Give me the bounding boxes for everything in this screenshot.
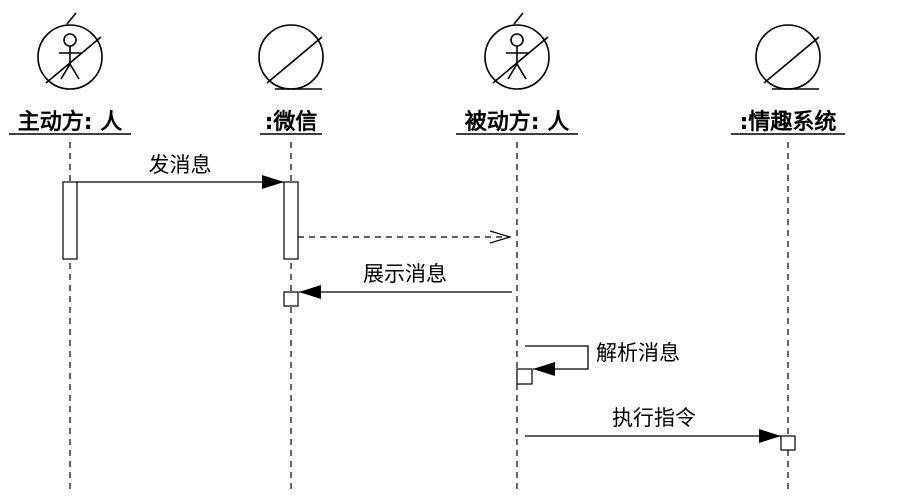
participant-label: :微信 <box>265 109 318 135</box>
entity-icon <box>755 24 821 90</box>
participant-p2: :微信 <box>258 24 324 135</box>
actor-icon <box>37 12 103 90</box>
participant-label: :情趣系统 <box>740 109 837 135</box>
message-arrow: 发消息 <box>77 153 284 189</box>
activation-bar <box>516 368 533 385</box>
activation-bar <box>780 435 796 451</box>
messages: 发消息 展示消息 解析消息 执行指令 <box>77 153 781 443</box>
actor-icon <box>484 12 550 90</box>
message-arrow: 展示消息 <box>299 262 512 299</box>
activation-bar <box>283 291 299 307</box>
message-arrow: 执行指令 <box>525 406 781 443</box>
message-label: 执行指令 <box>612 406 696 430</box>
activations <box>62 181 796 451</box>
message-label: 解析消息 <box>596 341 680 365</box>
entity-icon <box>258 24 324 90</box>
message-label: 发消息 <box>149 153 212 177</box>
participant-p1: 主动方: 人 <box>9 12 131 135</box>
lifelines <box>69 142 789 493</box>
participant-label: 被动方: 人 <box>465 109 569 135</box>
message-label: 展示消息 <box>363 262 447 286</box>
participant-p4: :情趣系统 <box>731 24 845 135</box>
participant-label: 主动方: 人 <box>18 109 122 135</box>
participants: 主动方: 人 :微信 <box>9 12 845 135</box>
participant-p3: 被动方: 人 <box>456 12 578 135</box>
activation-bar <box>62 181 78 260</box>
self-message-arrow: 解析消息 <box>525 341 680 376</box>
activation-bar <box>283 181 299 260</box>
